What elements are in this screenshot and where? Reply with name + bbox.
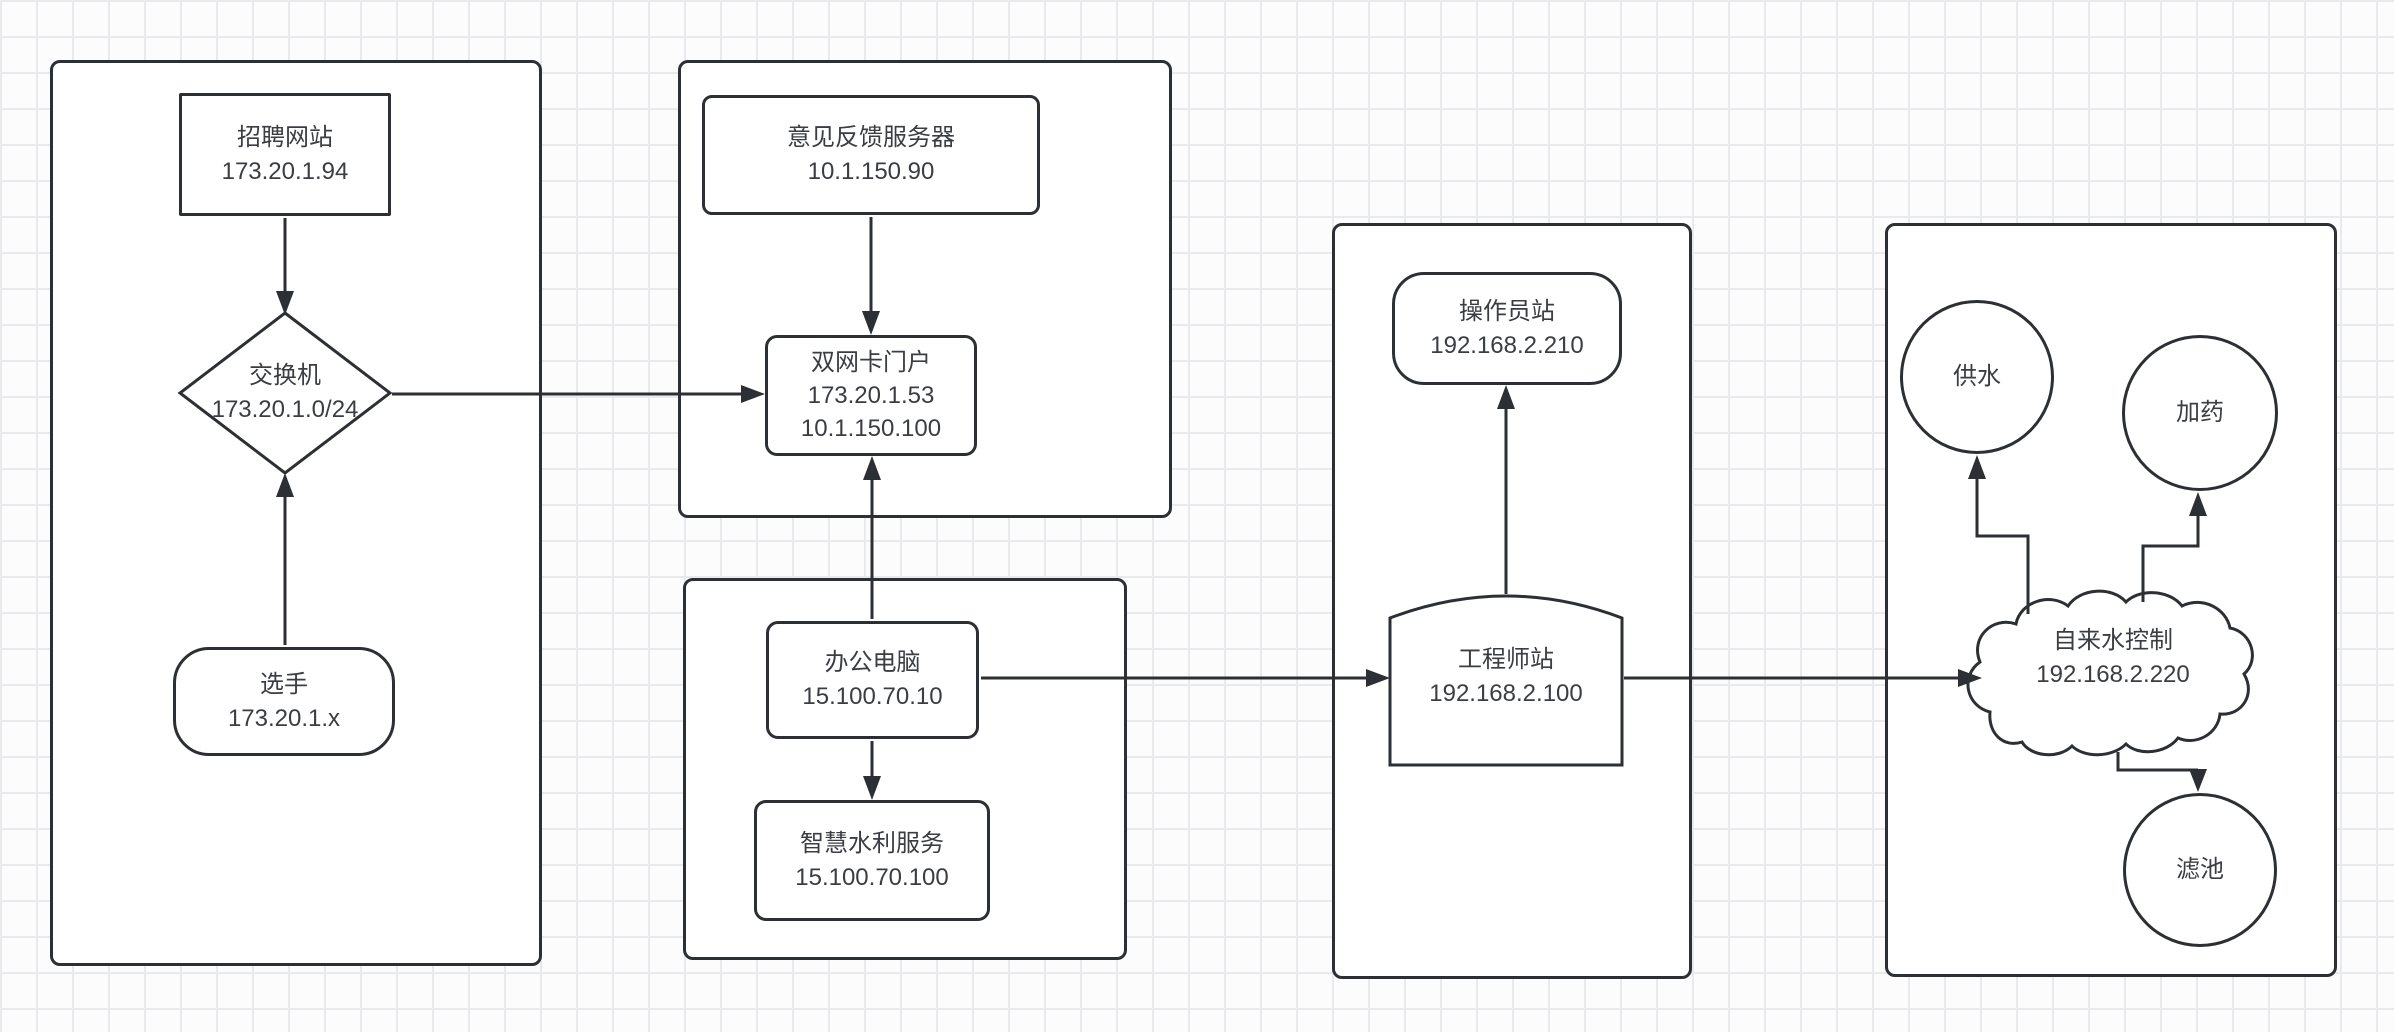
node-label: 办公电脑 [824,649,921,676]
node-feedback-server[interactable]: 意见反馈服务器 10.1.150.90 [702,95,1040,215]
node-filter-pool[interactable]: 滤池 [2123,793,2277,947]
node-ip: 10.1.150.90 [807,158,935,185]
edge-player-to-switch[interactable] [276,473,294,645]
edge-feedback-to-portal[interactable] [862,217,880,335]
edge-recruit-to-switch[interactable] [276,218,294,315]
node-ip: 173.20.1.x [227,704,341,732]
edge-officepc-to-smartwater[interactable] [863,741,881,800]
edge-officepc-to-portal[interactable] [863,456,881,619]
edge-switch-to-portal[interactable] [392,385,765,403]
node-water-supply[interactable]: 供水 [1900,300,2054,454]
node-ip-1: 173.20.1.53 [807,382,935,409]
node-switch[interactable]: 交换机 173.20.1.0/24 [168,358,402,428]
node-label: 工程师站 [1458,646,1554,673]
node-label: 选手 [260,670,308,698]
node-office-pc[interactable]: 办公电脑 15.100.70.10 [766,621,979,739]
node-engineer-station[interactable]: 工程师站 192.168.2.100 [1392,609,1620,745]
node-label: 滤池 [2176,856,2224,883]
edge-cloud-to-filterpool[interactable] [2116,752,2207,792]
node-label: 供水 [1953,363,2001,390]
tap-water-control-cloud-shape[interactable] [1966,589,2254,757]
node-ip: 15.100.70.100 [795,863,949,891]
edge-cloud-to-watersupply[interactable] [1968,455,2030,614]
node-dosing[interactable]: 加药 [2122,335,2278,491]
node-smart-water-service[interactable]: 智慧水利服务 15.100.70.100 [754,800,990,921]
node-label: 双网卡门户 [811,349,931,376]
node-ip: 173.20.1.0/24 [211,396,359,423]
node-recruit-site[interactable]: 招聘网站 173.20.1.94 [179,93,391,216]
edge-officepc-to-engineer[interactable] [981,669,1390,687]
edge-engineer-to-cloud[interactable] [1624,669,1982,687]
node-ip: 192.168.2.220 [2036,661,2190,688]
node-dual-nic-portal[interactable]: 双网卡门户 173.20.1.53 10.1.150.100 [765,335,977,456]
node-ip-2: 10.1.150.100 [800,415,942,442]
node-player[interactable]: 选手 173.20.1.x [173,647,395,756]
engineer-station-shape[interactable] [1388,594,1624,767]
node-label: 交换机 [249,362,321,389]
node-tap-water-control[interactable]: 自来水控制 192.168.2.220 [1985,624,2241,692]
node-label: 招聘网站 [237,123,333,151]
node-ip: 192.168.2.210 [1430,331,1584,359]
node-operator-station[interactable]: 操作员站 192.168.2.210 [1392,272,1622,385]
edge-engineer-to-operator[interactable] [1497,385,1515,594]
edge-cloud-to-dosing[interactable] [2141,492,2207,602]
node-label: 自来水控制 [2053,627,2173,654]
node-label: 智慧水利服务 [800,829,944,857]
node-ip: 173.20.1.94 [221,157,349,185]
node-label: 操作员站 [1459,297,1555,325]
node-ip: 192.168.2.100 [1429,680,1583,707]
node-label: 加药 [2176,399,2224,426]
node-label: 意见反馈服务器 [787,124,955,151]
node-ip: 15.100.70.10 [802,683,943,710]
